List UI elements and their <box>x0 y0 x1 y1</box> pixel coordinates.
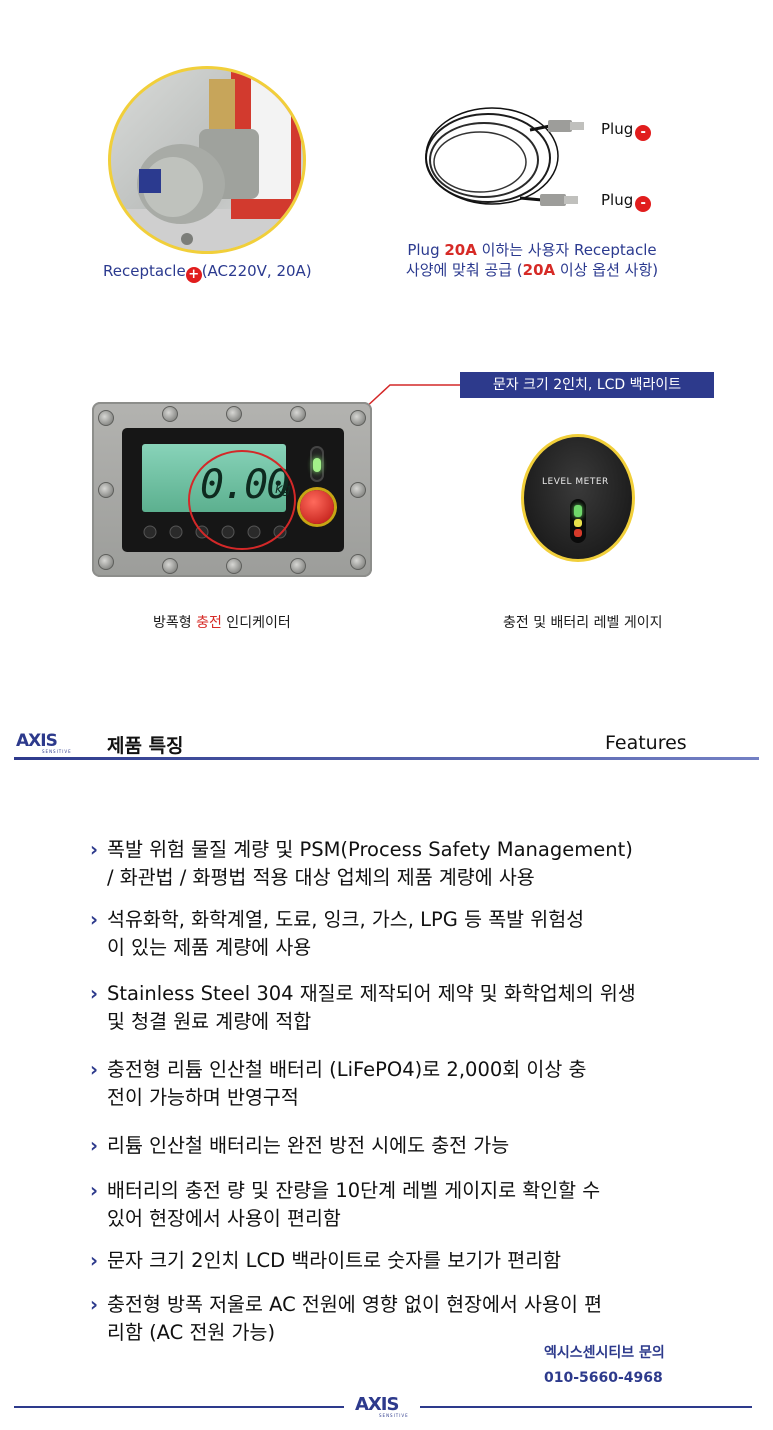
bolt-icon <box>226 406 242 422</box>
bolt-icon <box>350 482 366 498</box>
bolt-icon <box>290 558 306 574</box>
header-logo: AXIS SENSITIVE <box>16 731 72 755</box>
minus-icon: - <box>635 125 652 141</box>
section-title-en: Features <box>605 732 687 754</box>
highlight-ring <box>188 450 296 550</box>
plug-note-line2: 사양에 맞춰 공급 (20A 이상 옵션 사항) <box>386 260 678 280</box>
caption-highlight: 충전 <box>196 615 222 631</box>
plug-label-bottom: Plug- <box>601 191 652 212</box>
chevron-right-icon: › <box>90 1179 99 1202</box>
minus-icon: - <box>635 196 652 212</box>
bolt-icon <box>98 554 114 570</box>
plug-note-text: 사양에 맞춰 공급 ( <box>405 261 523 279</box>
logo-text: AXIS <box>355 1394 399 1415</box>
feature-text: 충전형 리튬 인산철 배터리 (LiFePO4)로 2,000회 이상 충 전이… <box>107 1058 587 1109</box>
bolt-icon <box>350 554 366 570</box>
plug-note-highlight: 20A <box>444 241 477 259</box>
feature-text: 석유화학, 화학계열, 도료, 잉크, 가스, LPG 등 폭발 위험성 이 있… <box>107 908 585 959</box>
gauge-caption: 충전 및 배터리 레벨 게이지 <box>503 615 663 631</box>
plug-text: Plug <box>601 120 634 138</box>
plug-text: Plug <box>601 191 634 209</box>
feature-text: 폭발 위험 물질 계량 및 PSM(Process Safety Managem… <box>107 838 633 889</box>
receptacle-illustration <box>111 69 303 251</box>
feature-text: Stainless Steel 304 재질로 제작되어 제약 및 화학업체의 … <box>107 982 636 1033</box>
bolt-icon <box>162 558 178 574</box>
plus-icon: + <box>185 267 202 283</box>
feature-item: › 석유화학, 화학계열, 도료, 잉크, 가스, LPG 등 폭발 위험성 이… <box>90 906 730 962</box>
weighing-indicator: 0.00 kg <box>92 402 372 577</box>
logo-subtext: SENSITIVE <box>379 1413 409 1418</box>
feature-item: › 충전형 방폭 저울로 AC 전원에 영향 없이 현장에서 사용이 편 리함 … <box>90 1291 730 1347</box>
chevron-right-icon: › <box>90 908 99 931</box>
plug-note-text: 이하는 사용자 Receptacle <box>476 241 657 259</box>
bolt-icon <box>98 410 114 426</box>
footer-logo: AXIS SENSITIVE <box>355 1394 409 1419</box>
bolt-icon <box>350 410 366 426</box>
lcd-callout: 문자 크기 2인치, LCD 백라이트 <box>460 372 714 398</box>
feature-item: › 충전형 리튬 인산철 배터리 (LiFePO4)로 2,000회 이상 충 … <box>90 1056 730 1112</box>
chevron-right-icon: › <box>90 1134 99 1157</box>
feature-item: › 리튬 인산철 배터리는 완전 방전 시에도 충전 가능 <box>90 1132 730 1160</box>
feature-text: 충전형 방폭 저울로 AC 전원에 영향 없이 현장에서 사용이 편 리함 (A… <box>107 1293 603 1344</box>
header-divider <box>14 757 759 760</box>
chevron-right-icon: › <box>90 838 99 861</box>
bolt-icon <box>98 482 114 498</box>
feature-item: › 문자 크기 2인치 LCD 백라이트로 숫자를 보기가 편리함 <box>90 1247 730 1275</box>
feature-text: 문자 크기 2인치 LCD 백라이트로 숫자를 보기가 편리함 <box>107 1249 562 1272</box>
indicator-caption: 방폭형 충전 인디케이터 <box>153 612 291 632</box>
indicator-panel: 0.00 kg <box>122 428 344 552</box>
plug-cable-illustration <box>425 107 584 206</box>
caption-text: 인디케이터 <box>221 615 291 631</box>
plug-note-line1: Plug 20A 이하는 사용자 Receptacle <box>386 240 678 260</box>
chevron-right-icon: › <box>90 1293 99 1316</box>
feature-item: › Stainless Steel 304 재질로 제작되어 제약 및 화학업체… <box>90 980 730 1036</box>
contact-title: 엑시스센시티브 문의 <box>544 1345 665 1361</box>
chevron-right-icon: › <box>90 982 99 1005</box>
level-meter-led <box>310 446 324 482</box>
bolt-icon <box>290 406 306 422</box>
logo-text: AXIS <box>16 731 58 751</box>
contact-phone[interactable]: 010-5660-4968 <box>544 1370 663 1386</box>
footer-divider-left <box>14 1406 344 1408</box>
receptacle-label: Receptacle <box>103 262 186 280</box>
emergency-stop-button <box>300 490 334 524</box>
feature-text: 배터리의 충전 량 및 잔량을 10단계 레벨 게이지로 확인할 수 있어 현장… <box>107 1179 601 1230</box>
caption-text: 방폭형 <box>153 615 197 631</box>
feature-text: 리튬 인산철 배터리는 완전 방전 시에도 충전 가능 <box>107 1134 510 1157</box>
footer-divider-right <box>420 1406 752 1408</box>
battery-gauge-photo: LEVEL METER <box>521 434 635 562</box>
plug-note-text: 이상 옵션 사항) <box>555 261 659 279</box>
gauge-bar <box>570 499 586 543</box>
gauge-label: LEVEL METER <box>542 477 609 487</box>
chevron-right-icon: › <box>90 1058 99 1081</box>
plug-note: Plug 20A 이하는 사용자 Receptacle 사양에 맞춰 공급 (2… <box>386 240 678 280</box>
plug-note-text: Plug <box>407 241 445 259</box>
plug-label-top: Plug- <box>601 120 652 141</box>
receptacle-photo <box>108 66 306 254</box>
bolt-icon <box>162 406 178 422</box>
bolt-icon <box>226 558 242 574</box>
feature-item: › 폭발 위험 물질 계량 및 PSM(Process Safety Manag… <box>90 836 730 892</box>
chevron-right-icon: › <box>90 1249 99 1272</box>
receptacle-spec: (AC220V, 20A) <box>201 262 312 280</box>
receptacle-caption: Receptacle+(AC220V, 20A) <box>103 262 312 283</box>
section-title: 제품 특징 <box>107 735 184 757</box>
feature-item: › 배터리의 충전 량 및 잔량을 10단계 레벨 게이지로 확인할 수 있어 … <box>90 1177 730 1233</box>
plug-note-highlight: 20A <box>522 261 556 279</box>
logo-subtext: SENSITIVE <box>42 749 72 754</box>
